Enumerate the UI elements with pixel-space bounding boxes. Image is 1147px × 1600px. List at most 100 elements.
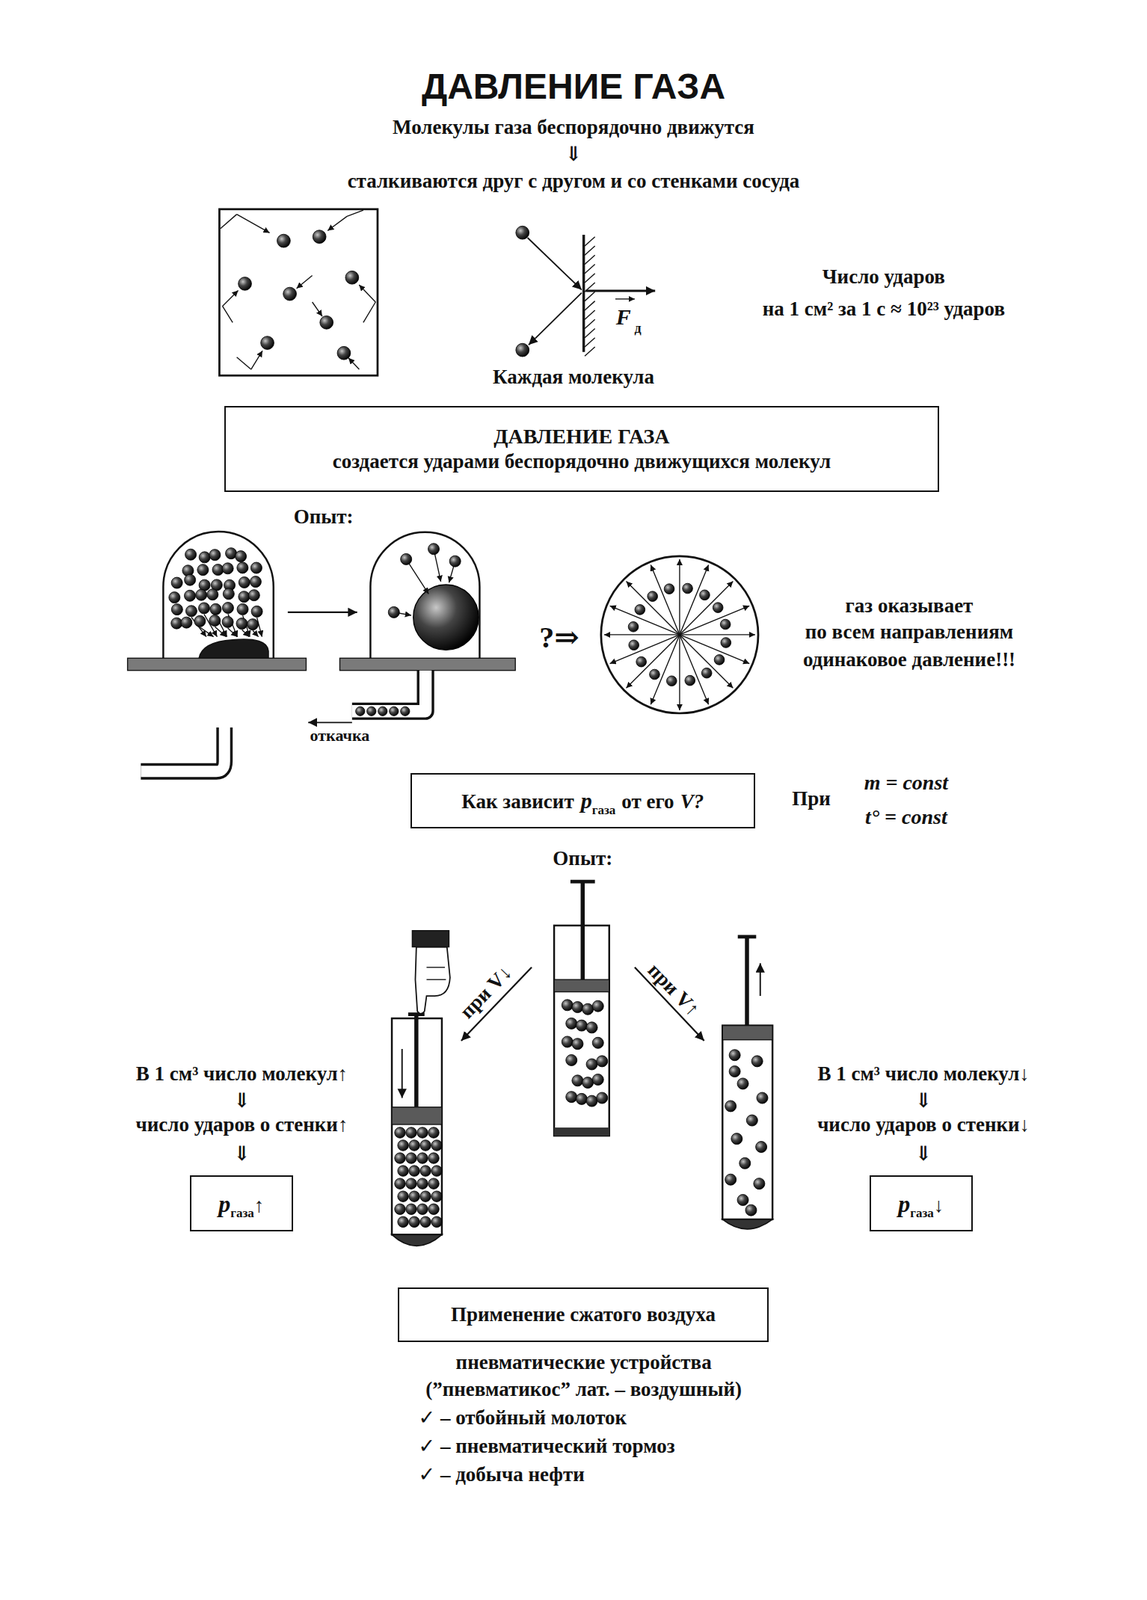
molecule	[739, 1157, 751, 1169]
molecule	[636, 656, 647, 667]
pump-tube-inner	[352, 670, 426, 712]
molecule	[312, 230, 327, 244]
node-text: газа	[592, 803, 617, 818]
molecule	[572, 1075, 584, 1087]
result-box: pгаза↓	[869, 1175, 973, 1232]
hatching	[584, 346, 596, 356]
molecule	[572, 1038, 584, 1050]
molecule	[712, 602, 724, 614]
molecule	[409, 1191, 420, 1202]
arrow	[199, 627, 214, 638]
tube	[140, 727, 225, 772]
molecule	[684, 675, 696, 686]
molecule	[731, 1133, 743, 1145]
molecule	[729, 1066, 741, 1078]
cuff	[411, 930, 449, 948]
molecule	[634, 604, 646, 616]
hatching	[584, 245, 596, 255]
hatching	[584, 328, 596, 338]
hatching	[584, 319, 596, 329]
molecule	[171, 577, 183, 589]
molecule	[566, 1017, 578, 1029]
rod-handle	[570, 880, 596, 884]
node-text: Как зависит	[461, 790, 574, 813]
arrow	[626, 634, 680, 688]
text-label: Число ударов	[822, 266, 946, 290]
molecule	[582, 1077, 594, 1089]
node-text: ↓	[933, 1194, 945, 1217]
arrow	[228, 628, 238, 638]
molecule	[431, 1191, 442, 1202]
node-text: p	[898, 1190, 910, 1218]
text-label: ⇓	[565, 143, 583, 167]
molecule	[420, 1191, 431, 1202]
text-label: сталкиваются друг с другом и со стенками…	[347, 169, 801, 193]
hatching	[584, 337, 596, 347]
bell-jar	[163, 531, 273, 658]
molecule	[222, 602, 234, 614]
molecule	[428, 543, 440, 555]
arrow	[759, 963, 762, 996]
molecule	[185, 548, 197, 561]
molecule	[417, 1203, 428, 1215]
molecule	[183, 589, 196, 602]
rod-handle	[737, 934, 757, 939]
arrow-label: при V↑	[643, 958, 705, 1021]
text-label: Молекулы газа беспорядочно движутся	[392, 115, 755, 140]
definition-box: ДАВЛЕНИЕ ГАЗАсоздается ударами беспорядо…	[224, 406, 939, 492]
molecule	[725, 1100, 737, 1112]
hatching	[584, 273, 596, 283]
molecule	[420, 1216, 431, 1228]
molecule	[592, 1073, 604, 1085]
molecule	[417, 1127, 428, 1139]
drawing	[127, 209, 774, 1247]
molecule	[431, 1216, 442, 1228]
text-label: число ударов о стенки↓	[817, 1114, 1030, 1138]
node-text: газа	[230, 1206, 255, 1221]
balloon-deflated	[198, 639, 269, 658]
molecule	[596, 1055, 608, 1067]
molecule	[195, 589, 208, 601]
arrow	[585, 289, 656, 292]
molecule	[753, 1178, 765, 1190]
text-label: ⇓	[915, 1089, 933, 1113]
vessel-circle	[601, 556, 759, 714]
text-label: F	[616, 304, 632, 331]
molecule	[397, 1216, 409, 1228]
molecule	[647, 591, 658, 602]
text-label: газ оказывает	[845, 594, 974, 618]
piston-rod	[744, 936, 749, 1026]
molecule	[720, 637, 732, 649]
hatching	[584, 291, 596, 301]
molecule	[406, 1152, 417, 1164]
arrow	[348, 358, 359, 370]
text-wrap: Применение сжатого воздуха	[450, 1302, 716, 1328]
text-label: ?⇒	[539, 620, 580, 656]
balloon-inflated	[413, 584, 479, 650]
molecule	[586, 1058, 598, 1070]
bounce-line	[346, 210, 364, 217]
molecule	[417, 1152, 428, 1164]
text-label: ⇓	[233, 1089, 251, 1113]
molecule	[235, 551, 247, 563]
arrow	[679, 634, 733, 688]
heading-box: Применение сжатого воздуха	[397, 1287, 768, 1342]
arrow-label: при V↓	[455, 960, 517, 1023]
molecule	[238, 277, 252, 291]
arrow	[214, 626, 226, 637]
molecule	[337, 346, 351, 360]
arrow	[287, 611, 358, 614]
bounce-line	[220, 214, 238, 229]
molecule	[250, 562, 262, 574]
molecule	[745, 1204, 757, 1216]
hatching	[584, 237, 596, 246]
arrow	[679, 634, 756, 635]
hatching	[584, 263, 596, 273]
text-label: m = const	[864, 770, 949, 795]
molecule	[198, 602, 210, 614]
arrow	[679, 580, 733, 635]
cylinder	[722, 1025, 773, 1220]
molecule	[699, 589, 711, 601]
molecule	[171, 617, 183, 629]
molecule	[397, 1191, 409, 1202]
